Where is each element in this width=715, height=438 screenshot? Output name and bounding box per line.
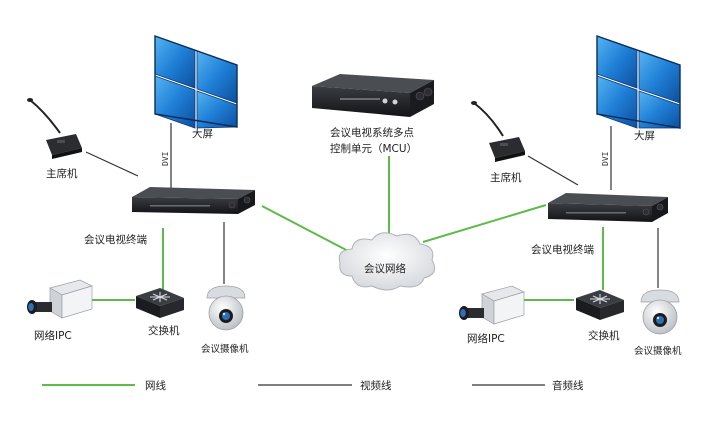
screen-label-left: 大屏 <box>192 127 213 140</box>
chairman-mic-right <box>471 101 525 162</box>
chairman-mic-label-left: 主席机 <box>46 167 78 180</box>
mcu-device <box>312 74 434 117</box>
ipc-label-right: 网络IPC <box>467 332 505 345</box>
network-cloud-label: 会议网络 <box>364 262 406 275</box>
terminal-label-right: 会议电视终端 <box>531 243 594 256</box>
chairman-mic-label-right: 主席机 <box>490 171 522 184</box>
net-cable-left-terminal-cloud <box>261 205 351 253</box>
video-wall-right <box>596 35 681 129</box>
mcu-label-line2: 控制单元（MCU） <box>330 142 417 155</box>
conference-camera-right <box>640 289 680 335</box>
camera-label-left: 会议摄像机 <box>201 343 249 355</box>
cables <box>85 123 659 301</box>
conference-terminal-right <box>548 193 668 222</box>
network-cloud <box>338 232 436 291</box>
network-switch-left <box>136 288 184 318</box>
switch-label-left: 交换机 <box>148 324 180 337</box>
mcu-label-line1: 会议电视系统多点 <box>330 126 414 139</box>
terminal-label-left: 会议电视终端 <box>84 233 147 246</box>
screen-label-right: 大屏 <box>634 129 655 142</box>
network-ipc-left <box>27 279 93 319</box>
net-cable-right-terminal-cloud <box>422 204 547 243</box>
network-switch-right <box>576 290 624 320</box>
ipc-label-left: 网络IPC <box>34 329 72 342</box>
conference-terminal-left <box>132 187 255 214</box>
legend-audio-label: 音频线 <box>552 379 584 392</box>
switch-label-right: 交换机 <box>588 329 620 342</box>
network-ipc-right <box>459 285 525 325</box>
dvi-label-right: DVI <box>601 151 610 166</box>
audio-cable-left-mic <box>85 151 139 177</box>
video-wall-left <box>154 35 238 129</box>
dvi-label-left: DVI <box>161 151 170 166</box>
chairman-mic-left <box>27 98 82 159</box>
audio-cable-right-mic <box>527 155 579 186</box>
conference-camera-left <box>206 285 246 331</box>
camera-label-right: 会议摄像机 <box>634 345 682 357</box>
legend-video-label: 视频线 <box>360 379 392 392</box>
legend-network-label: 网线 <box>145 379 166 392</box>
legend: 网线 视频线 音频线 <box>42 379 584 392</box>
